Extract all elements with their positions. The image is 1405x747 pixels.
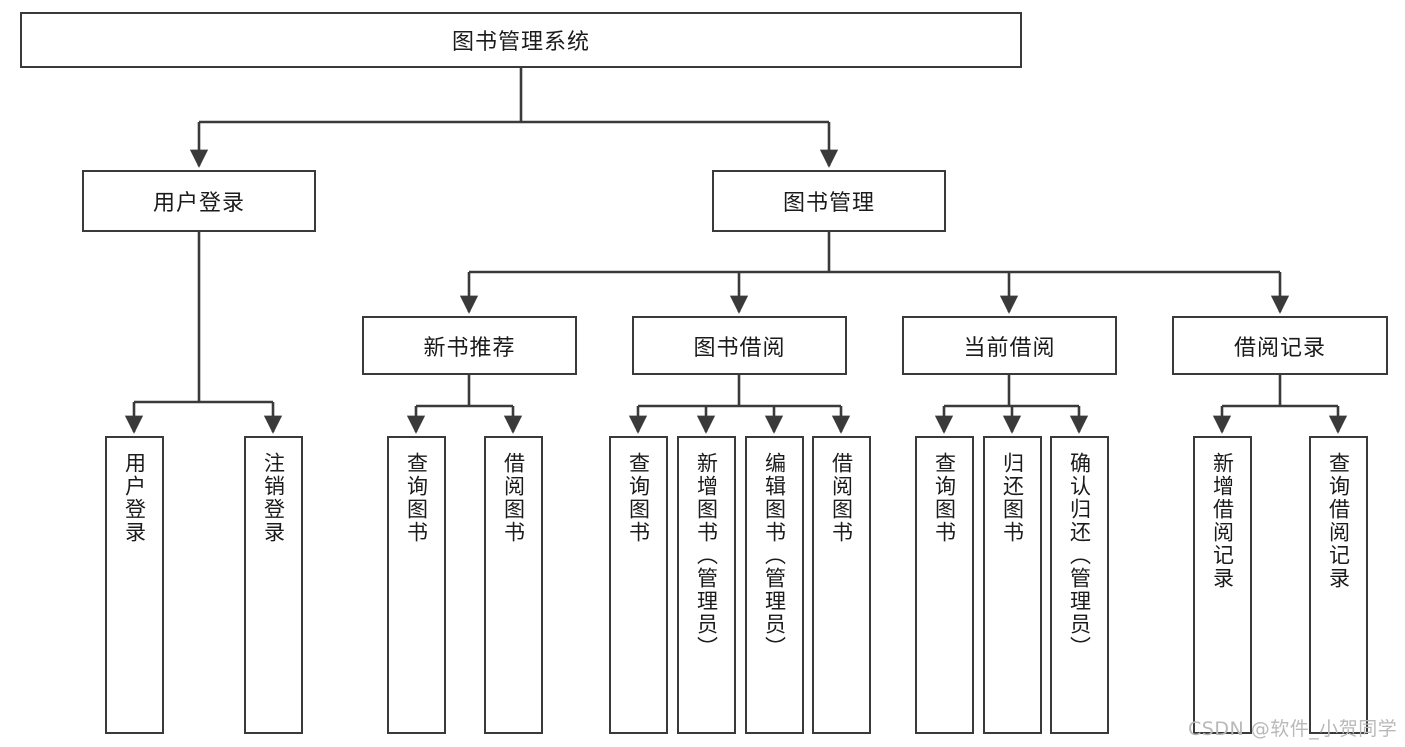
node-borrow-record-label: 借阅记录 (1233, 335, 1326, 361)
node-leaf-add-book-label: 新增图书（管理员） (694, 452, 719, 659)
node-leaf-query-record[interactable]: 查询借阅记录 (1309, 436, 1368, 734)
node-leaf-add-record-label: 新增借阅记录 (1210, 452, 1235, 590)
node-current-borrow-label: 当前借阅 (963, 335, 1056, 361)
node-book-borrow[interactable]: 图书借阅 (632, 316, 847, 375)
node-leaf-return-book[interactable]: 归还图书 (983, 436, 1042, 734)
node-leaf-user-login[interactable]: 用户登录 (105, 436, 164, 734)
node-leaf-query-book-3-label: 查询图书 (932, 452, 957, 544)
node-leaf-borrow-book-1[interactable]: 借阅图书 (484, 436, 543, 734)
csdn-watermark: CSDN @软件_小贺同学 (1188, 718, 1398, 740)
node-new-book-rec[interactable]: 新书推荐 (362, 316, 577, 375)
node-new-book-rec-label: 新书推荐 (423, 335, 516, 361)
node-book-borrow-label: 图书借阅 (693, 335, 786, 361)
node-leaf-query-book-1-label: 查询图书 (404, 452, 429, 544)
node-leaf-query-record-label: 查询借阅记录 (1326, 452, 1351, 590)
node-user-login-label: 用户登录 (152, 191, 245, 216)
node-leaf-confirm-return[interactable]: 确认归还（管理员） (1050, 436, 1109, 734)
node-leaf-borrow-book-2[interactable]: 借阅图书 (812, 436, 871, 734)
node-leaf-query-book-2-label: 查询图书 (626, 452, 651, 544)
node-leaf-borrow-book-1-label: 借阅图书 (501, 452, 526, 544)
node-leaf-add-record[interactable]: 新增借阅记录 (1193, 436, 1252, 734)
node-root-label: 图书管理系统 (451, 30, 590, 55)
node-leaf-query-book-1[interactable]: 查询图书 (387, 436, 446, 734)
node-root[interactable]: 图书管理系统 (20, 12, 1022, 68)
node-leaf-edit-book[interactable]: 编辑图书（管理员） (745, 436, 804, 734)
node-leaf-add-book[interactable]: 新增图书（管理员） (677, 436, 736, 734)
node-leaf-borrow-book-2-label: 借阅图书 (829, 452, 854, 544)
node-leaf-logout[interactable]: 注销登录 (244, 436, 303, 734)
node-leaf-user-login-label: 用户登录 (122, 452, 147, 544)
node-current-borrow[interactable]: 当前借阅 (902, 316, 1117, 375)
node-book-manage[interactable]: 图书管理 (712, 170, 946, 232)
node-leaf-return-book-label: 归还图书 (1000, 452, 1025, 544)
node-borrow-record[interactable]: 借阅记录 (1172, 316, 1388, 375)
node-book-manage-label: 图书管理 (782, 191, 875, 216)
node-leaf-query-book-3[interactable]: 查询图书 (915, 436, 974, 734)
node-leaf-logout-label: 注销登录 (261, 452, 286, 544)
node-leaf-query-book-2[interactable]: 查询图书 (609, 436, 668, 734)
node-leaf-confirm-return-label: 确认归还（管理员） (1067, 452, 1092, 659)
node-user-login[interactable]: 用户登录 (82, 170, 316, 232)
node-leaf-edit-book-label: 编辑图书（管理员） (762, 452, 787, 659)
